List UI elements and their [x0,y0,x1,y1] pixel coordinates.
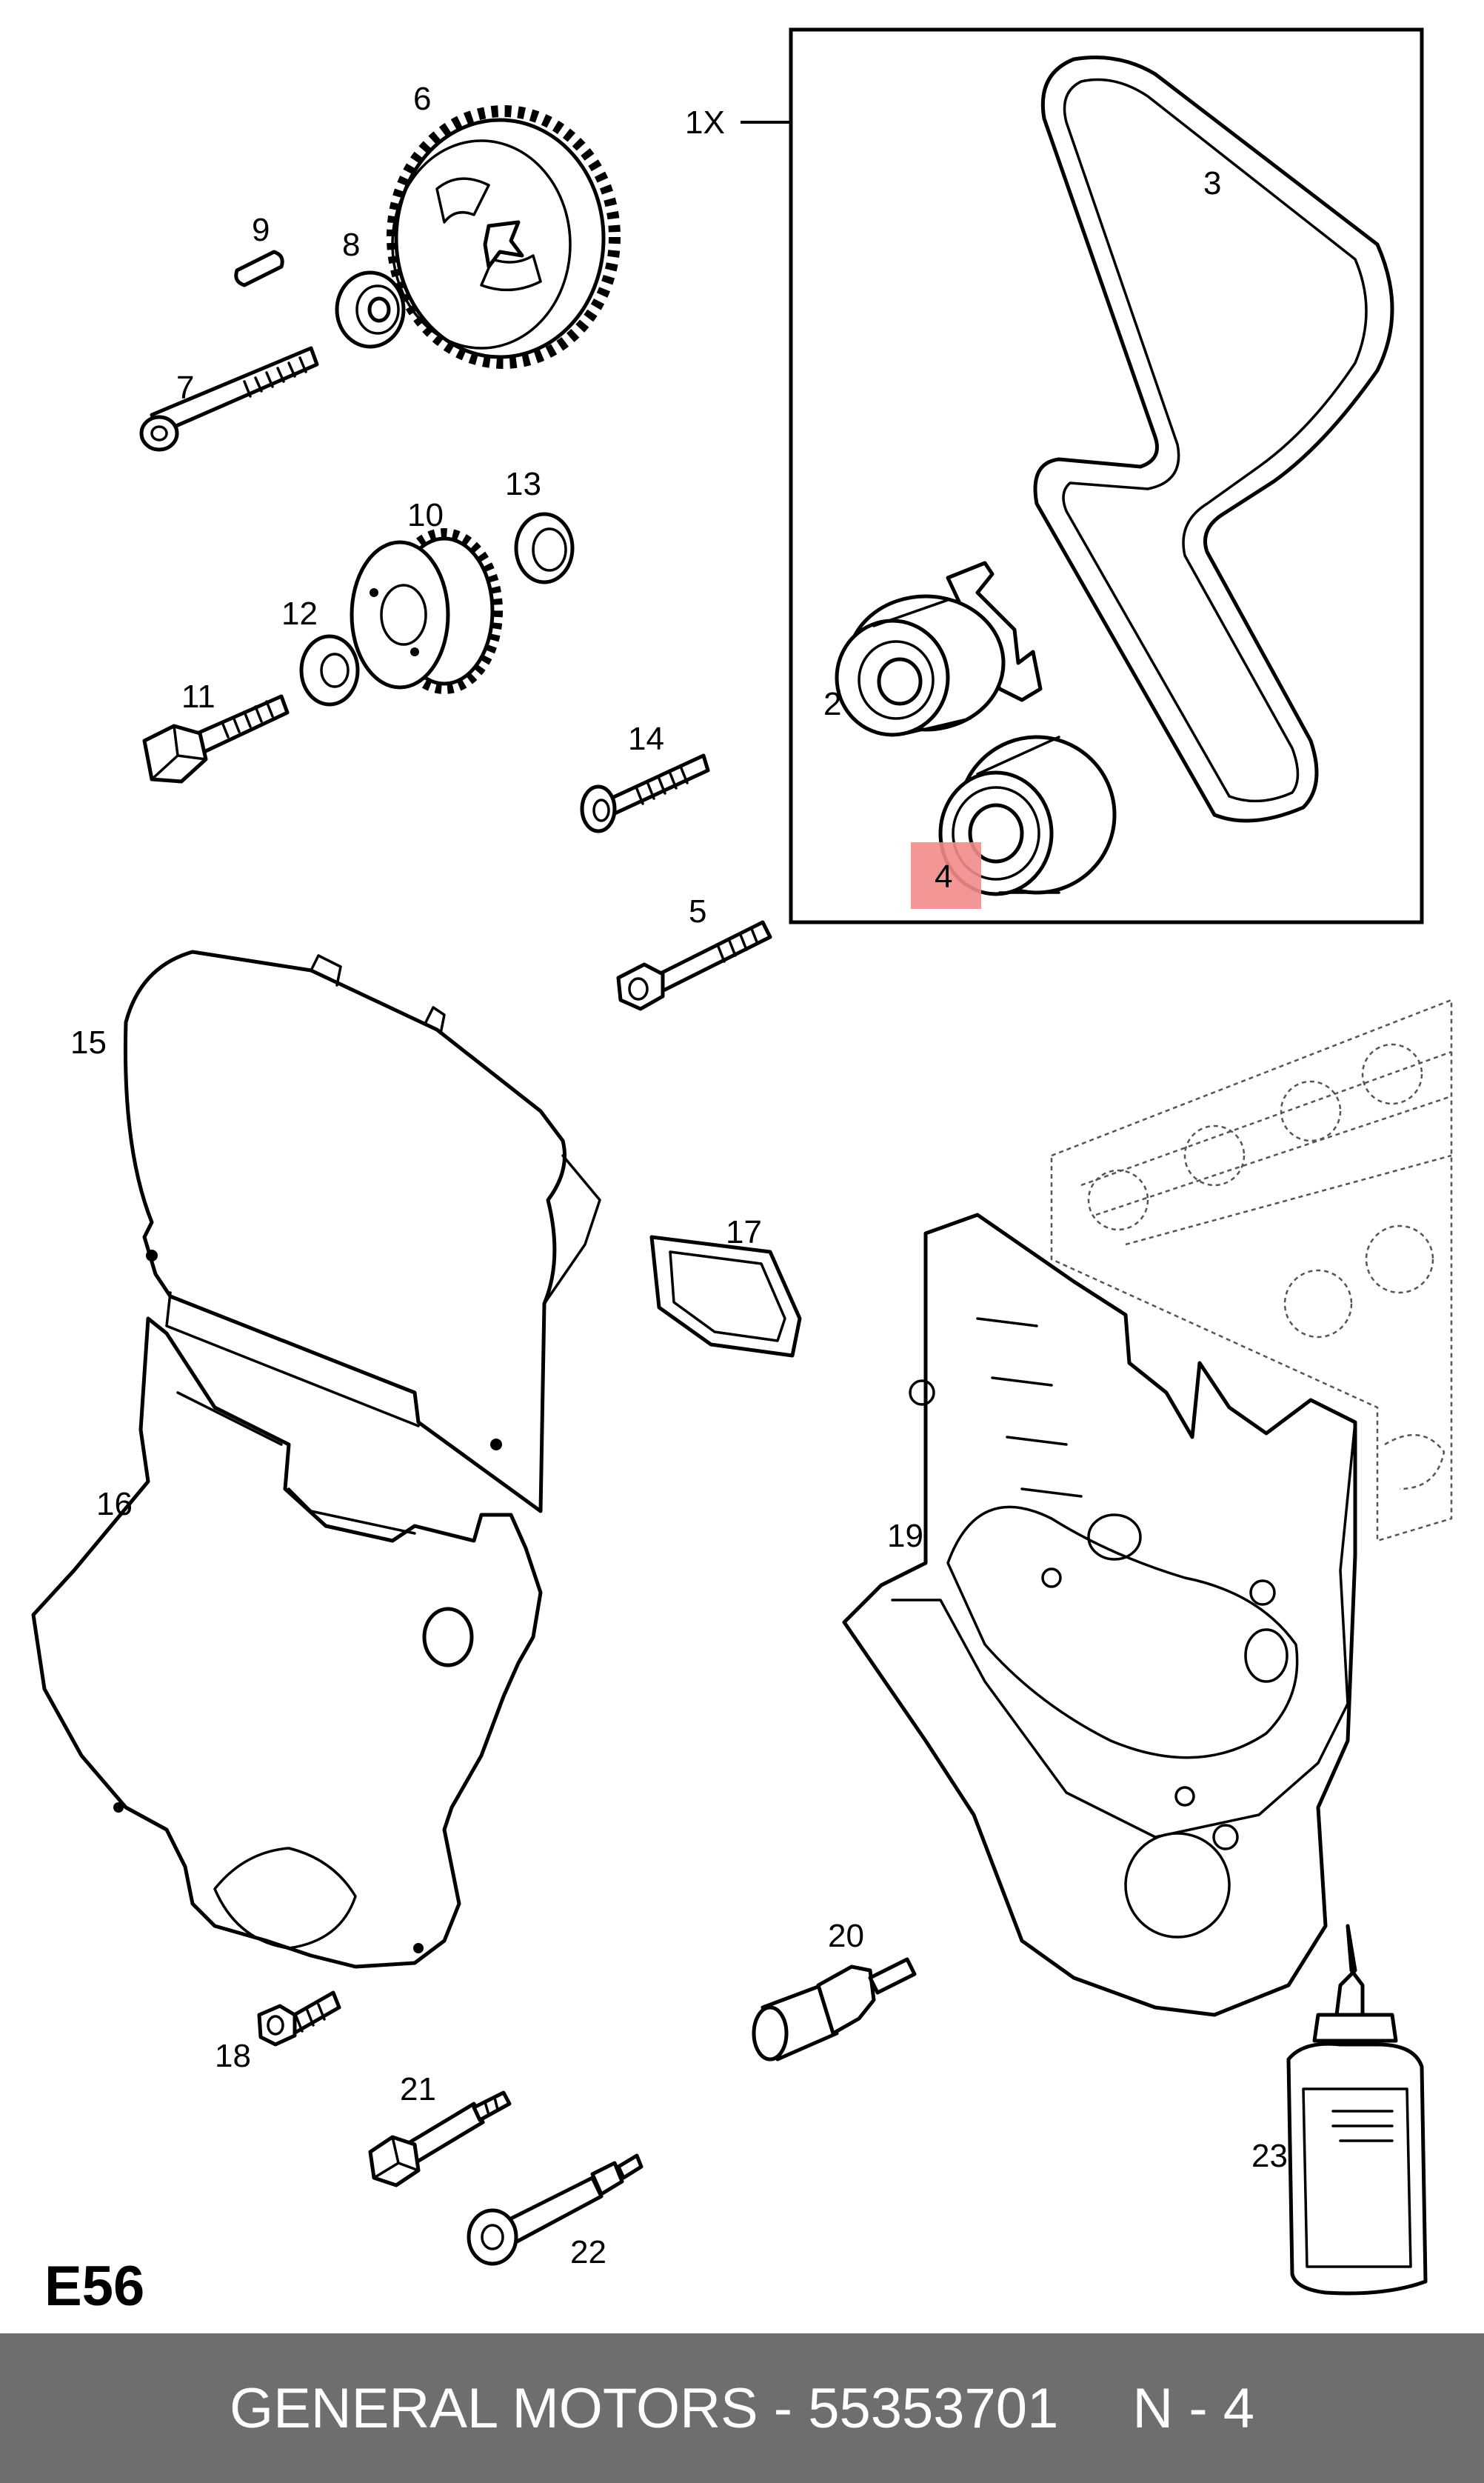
parts-diagram: 1X 3 2 4 6 9 [31,27,1453,2318]
part-info-bar: GENERAL MOTORS - 55353701 N - 4 [0,2333,1484,2483]
part-22-shoulder-bolt[interactable] [467,2153,644,2266]
callout-6: 6 [413,81,431,117]
callout-20: 20 [828,1918,864,1954]
callout-21: 21 [400,2071,436,2107]
part-14-flange-bolt[interactable] [580,753,710,833]
part-19-rear-cover[interactable] [842,1213,1357,2017]
callout-1x: 1X [685,104,725,141]
kit-box [789,27,1424,924]
callout-3: 3 [1203,165,1221,201]
callout-19: 19 [887,1518,923,1554]
callout-7: 7 [176,370,194,406]
part-8-washer[interactable] [335,270,406,349]
part-9-dowel-pin[interactable] [234,250,284,287]
part-4-idler-pulley[interactable] [938,735,1117,896]
callout-14: 14 [628,721,664,757]
manufacturer-name: GENERAL MOTORS [229,2376,758,2440]
part-20-stud[interactable] [752,1957,917,2062]
callout-9: 9 [252,212,270,248]
callout-16: 16 [96,1486,133,1522]
diagram-code: E56 [44,2255,144,2318]
part-number: 55353701 [808,2376,1059,2440]
part-3-timing-belt[interactable] [1033,56,1394,823]
callout-15: 15 [70,1024,107,1061]
part-21-stud[interactable] [368,2090,512,2187]
part-23-sealant-bottle[interactable] [1286,1924,1428,2296]
callout-5: 5 [689,893,706,930]
callout-4: 4 [935,859,952,895]
callout-11: 11 [181,679,215,715]
part-4-highlight [911,842,981,909]
part-12-washer[interactable] [299,634,360,707]
callout-12: 12 [281,596,318,632]
callout-22: 22 [570,2234,606,2270]
callout-23: 23 [1251,2138,1288,2174]
engine-block-outline [1050,999,1453,1542]
part-5-hex-flange-bolt[interactable] [616,920,772,1011]
callout-13: 13 [505,466,541,502]
part-11-hex-bolt[interactable] [142,694,290,784]
callout-18: 18 [215,2038,251,2074]
part-6-camshaft-sprocket[interactable] [387,105,621,369]
part-10-crank-sprocket[interactable] [350,528,503,694]
part-18-flange-bolt[interactable] [257,1990,341,2047]
part-16-lower-cover[interactable] [31,1316,543,1969]
separator: - [773,2376,793,2440]
part-17-gasket[interactable] [649,1235,802,1358]
part-2-tensioner[interactable] [835,561,1043,737]
part-7-bolt[interactable] [139,346,319,452]
part-13-seal[interactable] [514,512,575,584]
callout-17: 17 [726,1214,762,1250]
callout-8: 8 [342,227,360,263]
part-15-upper-cover[interactable] [123,950,601,1513]
part-position: N - 4 [1132,2376,1255,2440]
callout-2: 2 [823,686,841,722]
callout-10: 10 [407,497,444,533]
